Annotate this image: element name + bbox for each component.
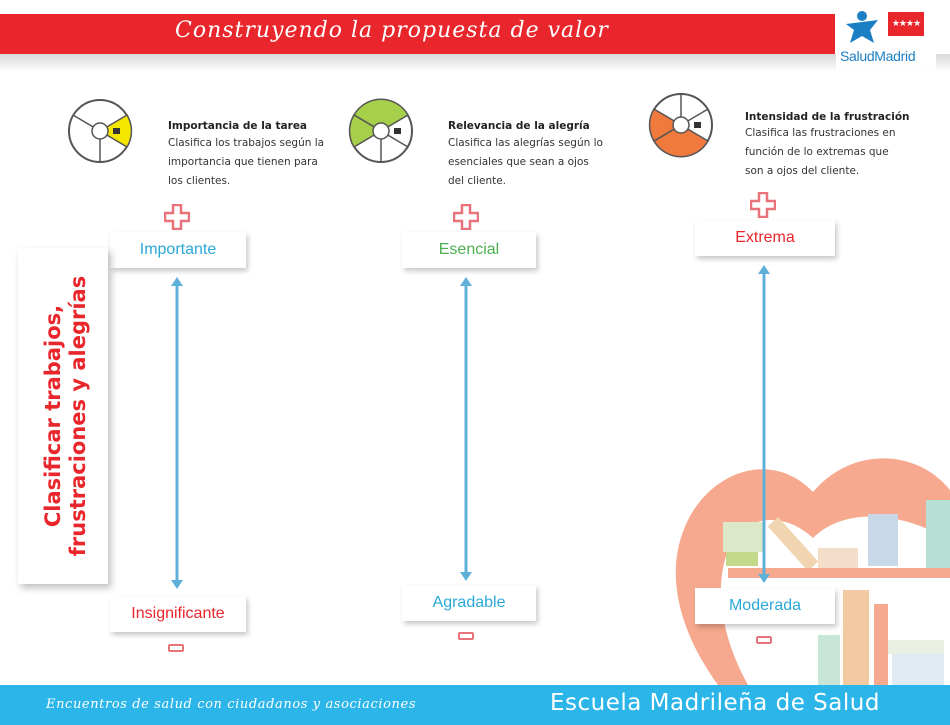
logo-text: SaludMadrid [840,48,916,64]
task-importance-icon [68,99,133,163]
plus-icon [453,204,479,230]
side-label-card: Clasificar trabajos, frustraciones y ale… [18,248,108,584]
gain-relevance-icon [348,98,413,163]
side-label-text: Clasificar trabajos, frustraciones y ale… [41,275,90,557]
scale-arrow-1 [171,277,183,589]
label-insignificante: Insignificante [110,596,246,632]
column-3-description: Clasifica las frustraciones en función d… [745,127,896,177]
header-bar: Construyendo la propuesta de valor [0,14,835,54]
column-2-description: Clasifica las alegrías según lo esencial… [448,137,603,187]
column-1-heading: Importancia de la tarea [168,120,308,132]
label-moderada: Moderada [695,588,835,624]
header-shadow [0,54,950,72]
figure-icon [846,11,878,43]
plus-icon [164,204,190,230]
heart-bookshelf-illustration [675,458,950,685]
label-esencial: Esencial [402,232,536,268]
scale-arrow-2 [460,277,472,581]
column-3-heading: Intensidad de la frustración [745,111,910,123]
plus-icon [750,192,776,218]
footer-bar: Encuentros de salud con ciudadanos y aso… [0,685,950,725]
column-1-description: Clasifica los trabajos según la importan… [168,137,325,187]
pain-intensity-icon [648,93,713,158]
minus-icon [756,636,772,644]
minus-icon [168,644,184,652]
label-agradable: Agradable [402,585,536,621]
salud-madrid-logo: ★★★★ SaludMadrid [836,8,936,70]
page-title: Construyendo la propuesta de valor [175,18,609,43]
footer-right-text: Escuela Madrileña de Salud [550,690,880,716]
scale-arrow-3 [758,265,770,583]
label-importante: Importante [110,232,246,268]
column-2-heading: Relevancia de la alegría [448,120,590,132]
minus-icon [458,632,474,640]
label-extrema: Extrema [695,220,835,256]
madrid-flag-icon: ★★★★ [888,12,924,36]
footer-left-text: Encuentros de salud con ciudadanos y aso… [46,697,417,712]
